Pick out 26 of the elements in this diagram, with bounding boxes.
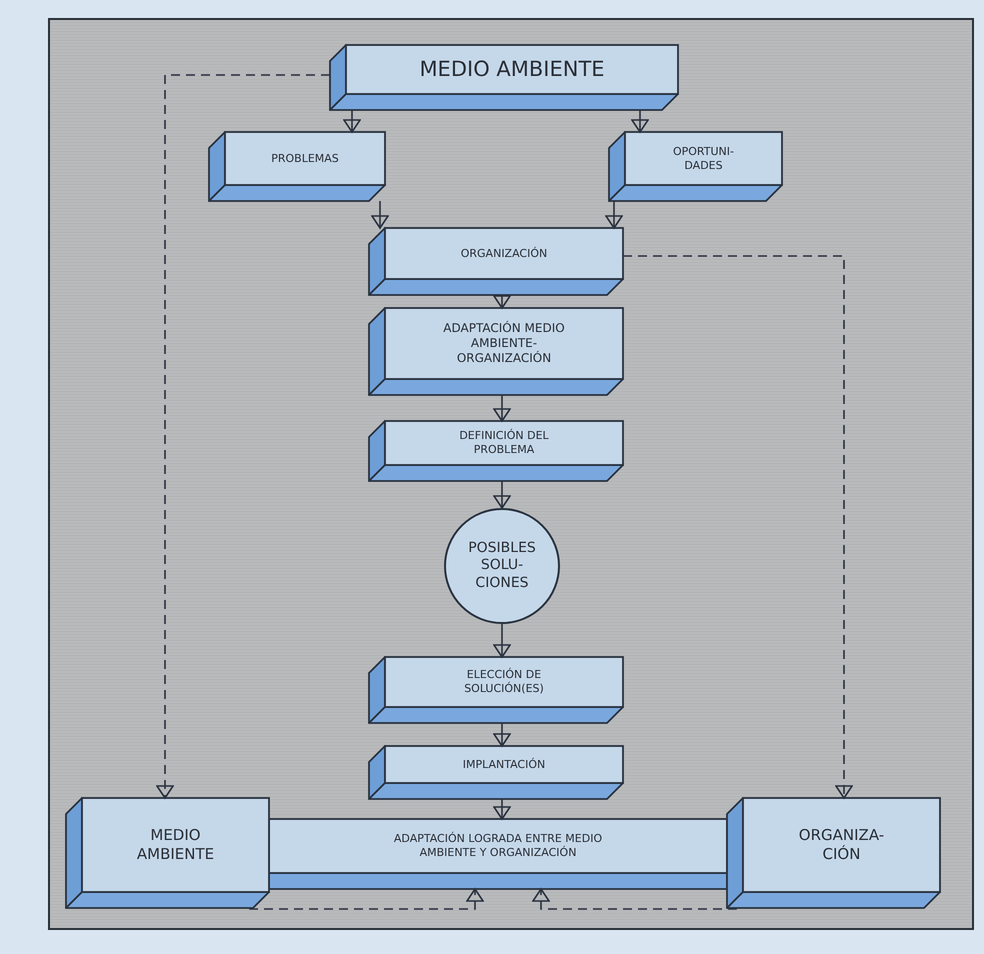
dashed-arrow xyxy=(623,255,853,799)
arrow xyxy=(493,624,511,658)
node-label: POSIBLES SOLU- CIONES xyxy=(467,540,537,592)
node-label: ELECCIÓN DE SOLUCIÓN(ES) xyxy=(463,668,545,696)
node-label: OPORTUNI- DADES xyxy=(672,144,735,172)
arrow xyxy=(493,395,511,422)
node-label: ORGANIZA- CIÓN xyxy=(798,826,886,864)
arrow xyxy=(371,201,389,229)
node-label: MEDIO AMBIENTE xyxy=(419,56,605,83)
node-label: ORGANIZACIÓN xyxy=(460,246,548,260)
arrow xyxy=(605,201,623,229)
node-label: IMPLANTACIÓN xyxy=(462,758,546,772)
node-label: PROBLEMAS xyxy=(271,152,339,166)
arrow xyxy=(493,799,511,820)
dashed-arrow xyxy=(249,888,484,910)
arrow xyxy=(493,481,511,509)
dashed-arrow xyxy=(532,888,737,910)
node-label: DEFINICIÓN DEL PROBLEMA xyxy=(458,429,550,457)
node-label: ADAPTACIÓN MEDIO AMBIENTE- ORGANIZACIÓN xyxy=(442,321,566,366)
arrow xyxy=(493,295,511,309)
arrow xyxy=(343,110,361,133)
dashed-arrow xyxy=(156,74,330,799)
node-label: ADAPTACIÓN LOGRADA ENTRE MEDIO AMBIENTE Y ORGANIZACIÓN xyxy=(392,832,604,860)
node-label: MEDIO AMBIENTE xyxy=(136,826,216,864)
arrow xyxy=(631,110,649,133)
arrow xyxy=(493,723,511,747)
